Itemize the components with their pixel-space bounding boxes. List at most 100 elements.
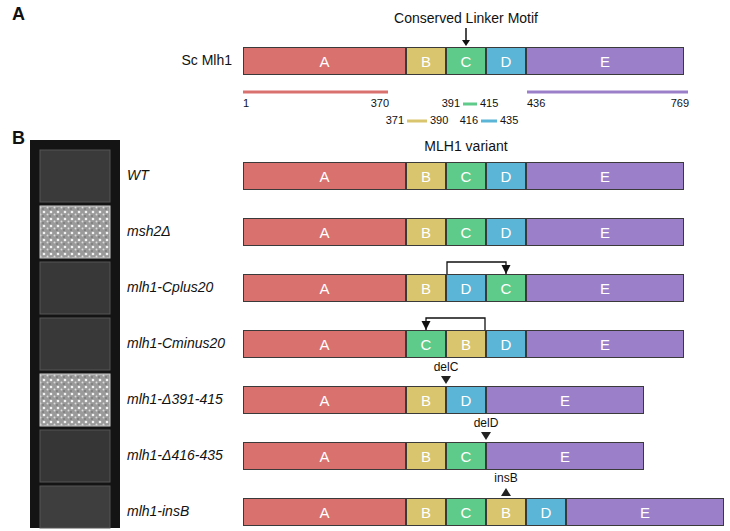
domain-segment: C (446, 162, 486, 190)
domain-segment: B (486, 498, 526, 526)
growth-spot (40, 150, 110, 202)
growth-spot (40, 486, 110, 528)
strain-label: mlh1-insB (127, 503, 189, 519)
leader-line (465, 28, 467, 41)
domain-segment: E (526, 274, 684, 302)
domain-segment: A (243, 498, 406, 526)
deletion-marker (481, 432, 491, 440)
domain-segment: A (243, 274, 406, 302)
growth-spot (40, 374, 110, 426)
domain-letter: E (600, 336, 610, 353)
residue-number: 415 (480, 97, 498, 110)
domain-letter: A (319, 392, 329, 409)
photo-strip (30, 140, 120, 528)
domain-letter: D (501, 168, 512, 185)
move-bracket (426, 318, 485, 330)
domain-letter: C (461, 504, 472, 521)
domain-letter: B (421, 168, 431, 185)
domain-letter: B (421, 448, 431, 465)
domain-letter: E (600, 53, 610, 70)
domain-segment: C (446, 442, 486, 470)
domain-segment: A (243, 442, 406, 470)
mutation-label: delC (434, 361, 459, 374)
domain-letter: B (421, 392, 431, 409)
residue-number: 416 (460, 114, 478, 127)
range-line (463, 103, 477, 106)
domain-segment: E (526, 47, 684, 75)
strain-label: mlh1-Cplus20 (127, 279, 213, 295)
domain-segment: A (243, 162, 406, 190)
domain-letter: B (461, 336, 471, 353)
domain-letter: B (421, 280, 431, 297)
panel-letter: A (12, 4, 25, 25)
domain-segment: E (526, 218, 684, 246)
motif-callout: Conserved Linker Motif (394, 10, 538, 26)
domain-segment: A (243, 386, 406, 414)
domain-segment: B (406, 498, 446, 526)
domain-letter: D (541, 504, 552, 521)
residue-number: 1 (243, 97, 249, 110)
residue-number: 769 (671, 97, 689, 110)
domain-letter: E (640, 504, 650, 521)
move-bracket (447, 262, 506, 274)
domain-letter: E (560, 448, 570, 465)
domain-segment: D (526, 498, 566, 526)
domain-segment: D (486, 218, 526, 246)
domain-letter: A (319, 336, 329, 353)
domain-letter: E (600, 280, 610, 297)
domain-letter: C (461, 168, 472, 185)
mutation-label: delD (474, 417, 499, 430)
residue-number: 435 (500, 114, 518, 127)
domain-letter: E (600, 224, 610, 241)
domain-segment: E (526, 330, 684, 358)
domain-letter: D (461, 392, 472, 409)
growth-spot (40, 318, 110, 370)
domain-segment: B (406, 386, 446, 414)
domain-segment: C (406, 330, 446, 358)
domain-letter: C (461, 224, 472, 241)
leader-arrowhead (462, 40, 470, 46)
residue-number: 370 (371, 97, 389, 110)
growth-spot (40, 430, 110, 482)
domain-letter: C (461, 448, 472, 465)
strain-label: mlh1-Δ391-415 (127, 391, 223, 407)
domain-segment: E (566, 498, 724, 526)
domain-segment: D (446, 386, 486, 414)
domain-segment: C (446, 218, 486, 246)
domain-segment: B (406, 442, 446, 470)
panel-letter: B (12, 128, 25, 149)
domain-segment: B (406, 47, 446, 75)
domain-letter: B (501, 504, 511, 521)
domain-segment: A (243, 218, 406, 246)
domain-segment: D (486, 47, 526, 75)
deletion-marker (441, 376, 451, 384)
mutation-label: insB (494, 472, 517, 485)
domain-segment: C (446, 47, 486, 75)
domain-letter: B (421, 53, 431, 70)
domain-segment: A (243, 330, 406, 358)
strain-label: mlh1-Cminus20 (127, 335, 225, 351)
domain-letter: A (319, 53, 329, 70)
domain-segment: C (446, 498, 486, 526)
domain-letter: D (501, 336, 512, 353)
domain-segment: B (446, 330, 486, 358)
domain-letter: A (319, 168, 329, 185)
residue-number: 391 (442, 97, 460, 110)
domain-segment: C (486, 274, 526, 302)
residue-number: 390 (430, 114, 448, 127)
domain-segment: D (486, 330, 526, 358)
domain-segment: E (486, 442, 644, 470)
domain-letter: C (501, 280, 512, 297)
domain-letter: C (461, 53, 472, 70)
strain-label: WT (127, 167, 149, 183)
protein-name: Sc Mlh1 (181, 52, 232, 68)
domain-letter: A (319, 280, 329, 297)
domain-letter: B (421, 504, 431, 521)
domain-letter: D (501, 224, 512, 241)
growth-spot (40, 206, 110, 258)
domain-letter: D (501, 53, 512, 70)
domain-letter: A (319, 224, 329, 241)
column-heading: MLH1 variant (424, 138, 507, 154)
domain-letter: E (600, 168, 610, 185)
domain-segment: A (243, 47, 406, 75)
